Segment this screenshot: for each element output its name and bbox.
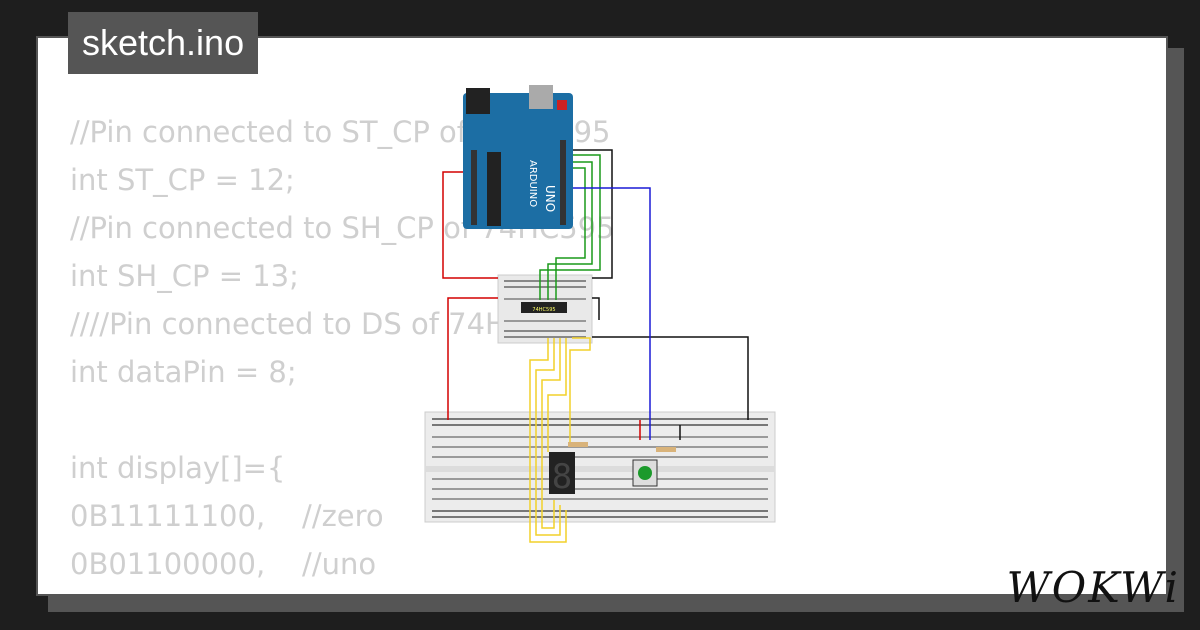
code-line: 0B11111100, //zero <box>70 499 384 533</box>
arduino-uno-board[interactable]: ARDUINO UNO <box>463 85 573 229</box>
wokwi-logo: WOKWi <box>1006 563 1180 612</box>
file-title-badge: sketch.ino <box>68 12 259 74</box>
board-brand-label: ARDUINO <box>527 160 538 207</box>
seven-segment-digit: 8 <box>552 457 572 497</box>
shift-register-chip[interactable]: 74HC595 <box>521 302 567 313</box>
code-line: int display[]={ <box>70 451 286 485</box>
code-line: int ST_CP = 12; <box>70 163 295 197</box>
pushbutton[interactable] <box>632 459 658 487</box>
code-line: 0B01100000, //uno <box>70 547 377 581</box>
code-line: int dataPin = 8; <box>70 355 297 389</box>
seven-segment-display[interactable]: 8 <box>549 452 575 497</box>
wires <box>442 149 749 543</box>
board-model-label: UNO <box>543 185 557 212</box>
chip-label: 74HC595 <box>532 307 555 313</box>
large-breadboard[interactable] <box>424 411 776 523</box>
code-line: int SH_CP = 13; <box>70 259 299 293</box>
resistor <box>568 442 676 452</box>
